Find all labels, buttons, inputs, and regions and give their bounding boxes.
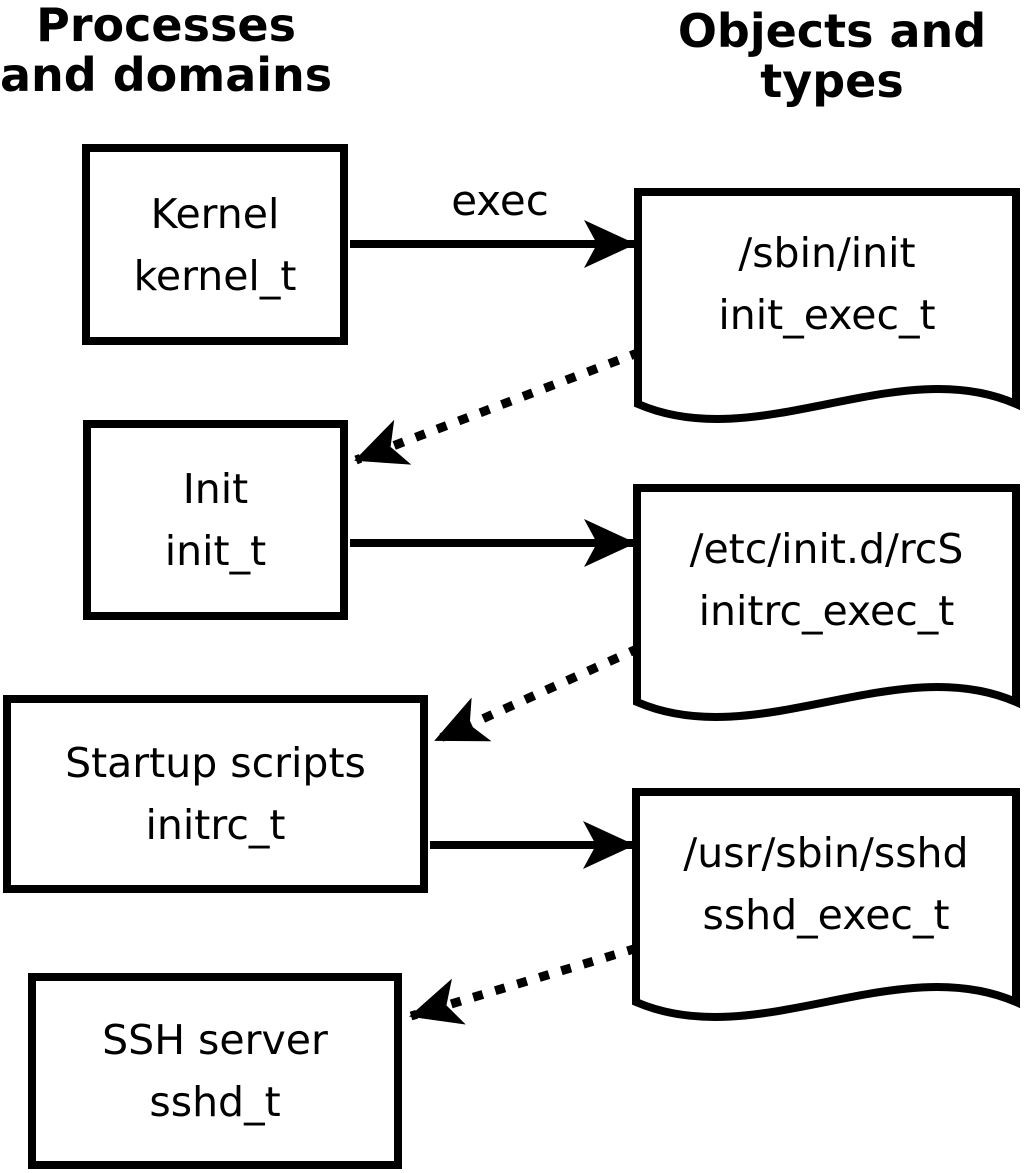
process-box-init: Init init_t <box>83 420 348 620</box>
column-header-objects: Objects and types <box>640 6 1024 106</box>
document-shape-init-exec <box>634 188 1020 423</box>
exec-arrow-label: exec <box>451 176 549 225</box>
column-header-processes: Processes and domains <box>0 0 332 100</box>
column-header-processes-line2: and domains <box>0 48 333 102</box>
process-box-initrc-label: Startup scripts <box>65 739 366 787</box>
dotted-arrow-initrc-exec-to-initrc <box>434 643 641 745</box>
process-box-initrc-type: initrc_t <box>145 801 286 849</box>
process-box-sshd-label: SSH server <box>102 1016 328 1064</box>
process-box-kernel-type: kernel_t <box>133 251 297 300</box>
column-header-objects-line1: Objects and <box>677 4 987 58</box>
process-box-init-label: Init <box>182 465 249 513</box>
column-header-objects-line2: types <box>760 54 904 108</box>
process-box-sshd-type: sshd_t <box>149 1078 281 1126</box>
document-shape-initrc-exec <box>633 484 1020 721</box>
process-box-kernel-label: Kernel <box>150 189 280 238</box>
dotted-arrow-init-exec-to-init <box>354 347 642 465</box>
process-box-kernel: Kernel kernel_t <box>82 144 348 345</box>
dotted-arrow-sshd-exec-to-sshd <box>409 943 639 1025</box>
document-shape-sshd-exec <box>632 788 1020 1021</box>
process-box-init-type: init_t <box>164 527 267 575</box>
process-box-sshd: SSH server sshd_t <box>28 973 402 1169</box>
column-header-processes-line1: Processes <box>36 0 296 52</box>
process-box-initrc: Startup scripts initrc_t <box>3 695 428 893</box>
